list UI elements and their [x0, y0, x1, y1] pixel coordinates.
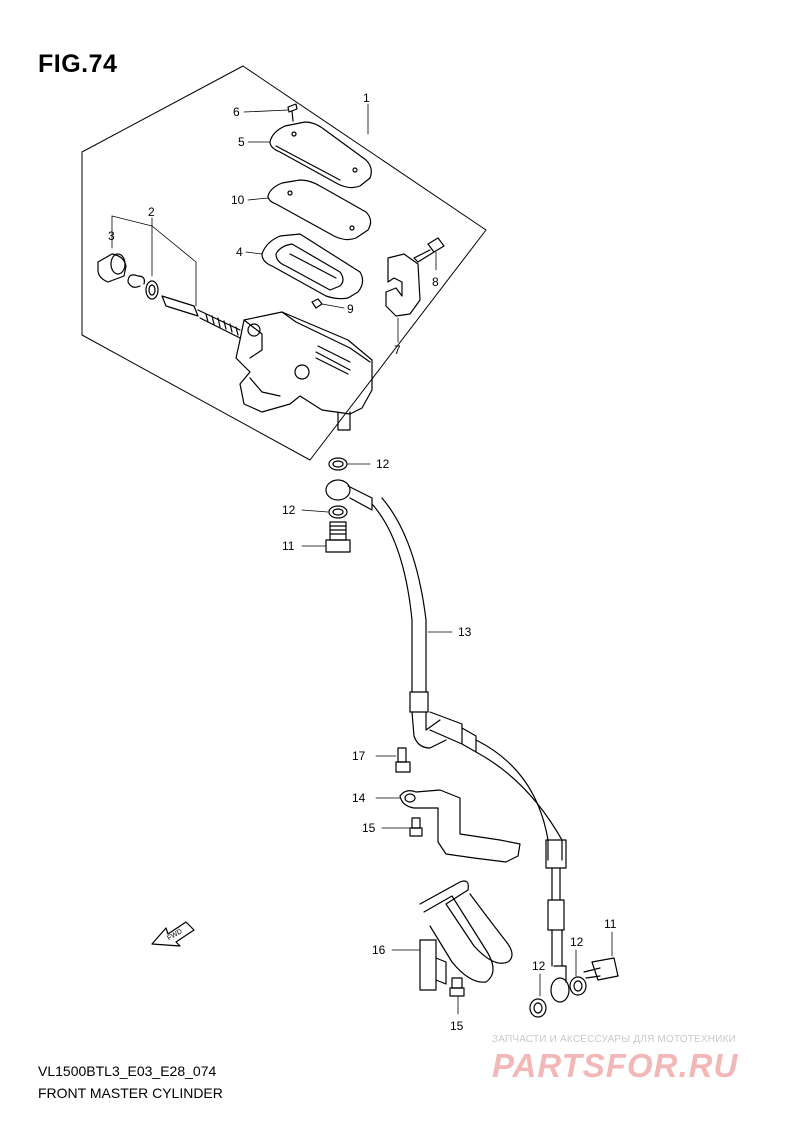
fwd-arrow: [151, 921, 195, 947]
bolt-17: [395, 747, 411, 773]
master-cylinder-body: [235, 311, 373, 431]
diaphragm-4: [261, 233, 364, 300]
bracket-14: [399, 789, 521, 863]
bolt-15-upper: [409, 817, 423, 837]
bolt-15-lower: [449, 977, 465, 997]
screw-6: [287, 103, 298, 122]
piston-spring: [161, 295, 241, 339]
leader-lines: [151, 103, 613, 1015]
callout-3: 3: [108, 229, 115, 243]
callout-15-upper: 15: [362, 821, 376, 835]
bolt-8: [413, 237, 445, 263]
boot-3: [97, 253, 127, 283]
callout-14: 14: [352, 791, 366, 805]
model-code: VL1500BTL3_E03_E28_074: [38, 1063, 217, 1079]
piston-ring-2: [145, 280, 159, 300]
callout-bracket: [111, 215, 197, 307]
plate-10: [267, 179, 372, 241]
callout-8: 8: [432, 275, 439, 289]
callout-9: 9: [347, 302, 354, 316]
callout-12-top: 12: [376, 457, 390, 471]
assembly-outline: [81, 65, 487, 461]
brake-hose-lower: [475, 739, 567, 967]
callout-11-top: 11: [282, 539, 295, 553]
callout-5: 5: [238, 135, 245, 149]
callout-15-lower: 15: [450, 1019, 464, 1033]
callout-17: 17: [352, 749, 366, 763]
banjo-fitting-top: [325, 479, 373, 511]
callout-11-bottom: 11: [604, 917, 617, 931]
figure-title: FIG.74: [38, 50, 118, 78]
hose-joint: [411, 711, 477, 753]
callout-16: 16: [372, 943, 386, 957]
banjo-fitting-bottom: [529, 965, 587, 1018]
brake-hose-13: [371, 497, 429, 713]
figure-caption: FRONT MASTER CYLINDER: [38, 1085, 223, 1101]
callout-4: 4: [236, 245, 243, 259]
banjo-bolt-11-top: [325, 521, 351, 553]
callout-6: 6: [233, 105, 240, 119]
callout-2: 2: [148, 205, 155, 219]
callout-1: 1: [363, 91, 370, 105]
callout-7: 7: [394, 343, 401, 357]
reservoir-cap-5: [269, 121, 372, 189]
callout-10: 10: [231, 193, 245, 207]
callout-13: 13: [458, 625, 472, 639]
washer-12-mid: [328, 505, 348, 519]
banjo-bolt-11-bottom: [583, 957, 619, 981]
clamp-7: [385, 253, 421, 317]
callout-12-mid: 12: [282, 503, 296, 517]
clip-9: [311, 298, 323, 309]
washer-12-top: [328, 457, 348, 471]
callout-12-lower-right: 12: [570, 935, 584, 949]
watermark-tagline: ЗАПЧАСТИ И АКСЕССУАРЫ ДЛЯ МОТОТЕХНИКИ: [492, 1034, 737, 1045]
watermark-brand: PARTSFOR.RU: [492, 1047, 739, 1084]
callout-12-lower-left: 12: [532, 959, 546, 973]
snap-ring: [127, 274, 145, 288]
hose-clip-16: [419, 880, 513, 991]
fwd-label: FWD: [166, 928, 183, 942]
